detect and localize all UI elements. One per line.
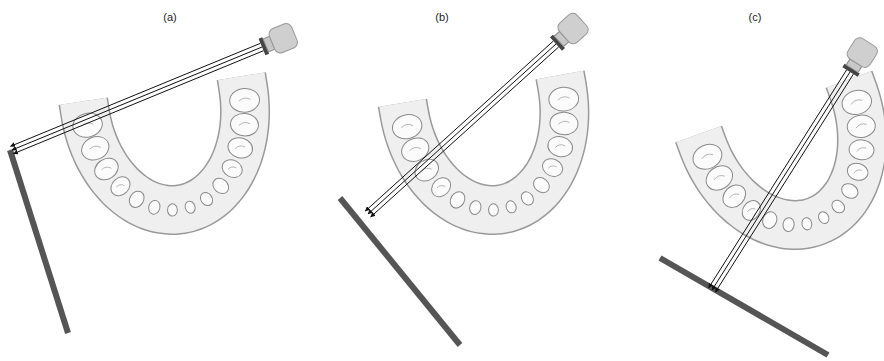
panel-label: (b) <box>435 11 448 23</box>
panel-label: (a) <box>163 11 176 23</box>
tooth <box>229 87 260 113</box>
tooth-groove <box>116 184 125 187</box>
tooth <box>782 217 795 232</box>
x-ray-beam <box>712 72 850 290</box>
tooth <box>428 174 455 201</box>
tooth <box>530 174 552 195</box>
tooth <box>226 135 255 161</box>
tooth-groove <box>101 166 111 169</box>
dental-arch <box>684 74 884 260</box>
tube-body <box>845 35 880 69</box>
tooth-groove <box>747 208 755 212</box>
tooth <box>839 87 874 118</box>
x-ray-beam <box>709 70 847 288</box>
tooth <box>210 175 232 196</box>
tooth <box>229 112 259 137</box>
tooth <box>184 200 197 215</box>
tooth-groove <box>89 145 100 149</box>
tooth <box>848 139 874 161</box>
detector-plate <box>660 258 828 355</box>
tooth <box>760 210 779 231</box>
tooth <box>198 190 215 208</box>
tooth <box>447 189 468 211</box>
tooth-groove <box>437 185 446 188</box>
tray-body <box>83 76 260 222</box>
dental-arch <box>68 74 276 230</box>
tooth-groove <box>853 169 861 173</box>
tube-body <box>555 11 590 46</box>
tooth <box>801 217 813 231</box>
x-ray-beam <box>715 74 853 292</box>
tooth-groove <box>850 98 862 104</box>
tooth <box>846 114 876 139</box>
tooth <box>546 134 575 160</box>
tooth-groove <box>409 147 420 151</box>
tooth-groove <box>239 122 250 126</box>
x-ray-beam <box>371 47 559 217</box>
tooth <box>829 198 847 216</box>
x-ray-tube <box>257 22 299 59</box>
tooth-groove <box>701 153 713 159</box>
tooth-groove <box>856 146 866 151</box>
tooth <box>147 199 162 216</box>
tooth-groove <box>713 174 724 180</box>
tooth <box>107 173 134 200</box>
tooth <box>390 111 425 142</box>
panel-label: (c) <box>749 11 762 23</box>
tooth-groove <box>401 123 413 127</box>
tooth-groove <box>557 96 569 100</box>
tooth <box>839 181 861 201</box>
tooth-groove <box>548 165 557 168</box>
tooth-groove <box>729 193 739 198</box>
tooth-groove <box>238 97 250 101</box>
tube-body <box>267 22 299 55</box>
x-ray-beam <box>365 41 553 211</box>
x-ray-tube <box>839 35 880 78</box>
tray-outline <box>83 76 260 222</box>
tooth <box>548 86 580 112</box>
tooth-groove <box>228 166 237 169</box>
tooth <box>468 199 483 215</box>
tooth <box>126 188 147 210</box>
x-ray-beam <box>368 44 556 214</box>
x-ray-tube <box>547 11 590 54</box>
tooth <box>816 210 830 225</box>
tooth-groove <box>555 144 565 148</box>
tooth-groove <box>558 120 569 124</box>
tooth <box>219 156 245 181</box>
x-ray-beam <box>10 43 260 146</box>
x-ray-beam <box>12 47 262 150</box>
tooth-groove <box>235 145 245 148</box>
tooth <box>539 155 565 179</box>
x-ray-beam <box>14 51 264 154</box>
tooth <box>549 111 579 135</box>
tooth <box>845 161 870 183</box>
tooth <box>488 204 498 216</box>
tooth-groove <box>855 122 866 128</box>
detector-plate <box>10 150 68 333</box>
tooth <box>519 189 536 207</box>
detector-plate <box>340 198 460 345</box>
tooth <box>168 204 178 216</box>
tooth <box>505 199 518 214</box>
